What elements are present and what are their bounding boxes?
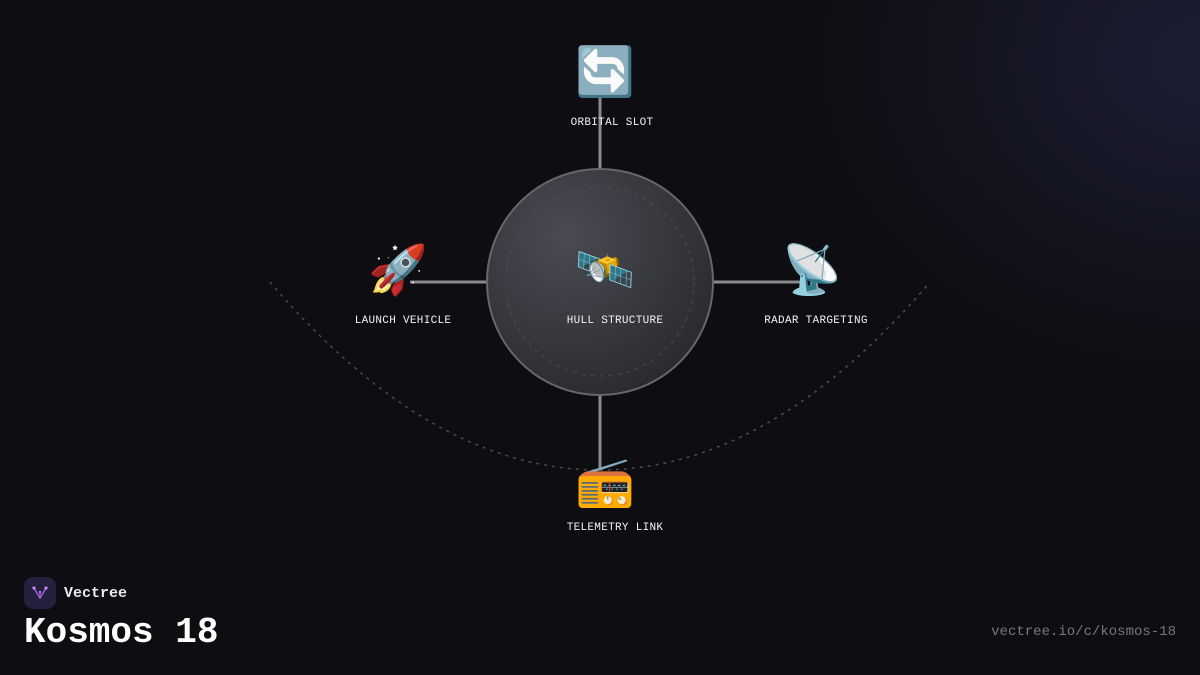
brand[interactable]: Vectree	[24, 577, 127, 609]
hub-inner-dashed-ring	[505, 187, 695, 377]
node-label-orbital-slot: ORBITAL SLOT	[570, 117, 654, 129]
rocket-icon[interactable]: 🚀	[368, 242, 428, 298]
hub-circle[interactable]	[486, 168, 714, 396]
node-label-launch-vehicle: LAUNCH VEHICLE	[354, 315, 452, 327]
page-url-link[interactable]: vectree.io/c/kosmos-18	[991, 624, 1176, 640]
center-node-label: HULL STRUCTURE	[566, 315, 664, 327]
vectree-logo-icon	[24, 577, 56, 609]
node-label-telemetry-link: TELEMETRY LINK	[566, 522, 664, 534]
orbit-arrows-icon[interactable]: 🔄	[575, 44, 635, 100]
brand-name: Vectree	[64, 584, 128, 602]
page-title: Kosmos 18	[24, 612, 219, 653]
satellite-dish-icon[interactable]: 📡	[782, 242, 842, 298]
satellite-icon: 🛰️	[575, 242, 635, 298]
orbit-dashed-arc	[269, 281, 931, 471]
radio-icon[interactable]: 📻	[575, 454, 635, 510]
node-label-radar-targeting: RADAR TARGETING	[764, 315, 868, 327]
